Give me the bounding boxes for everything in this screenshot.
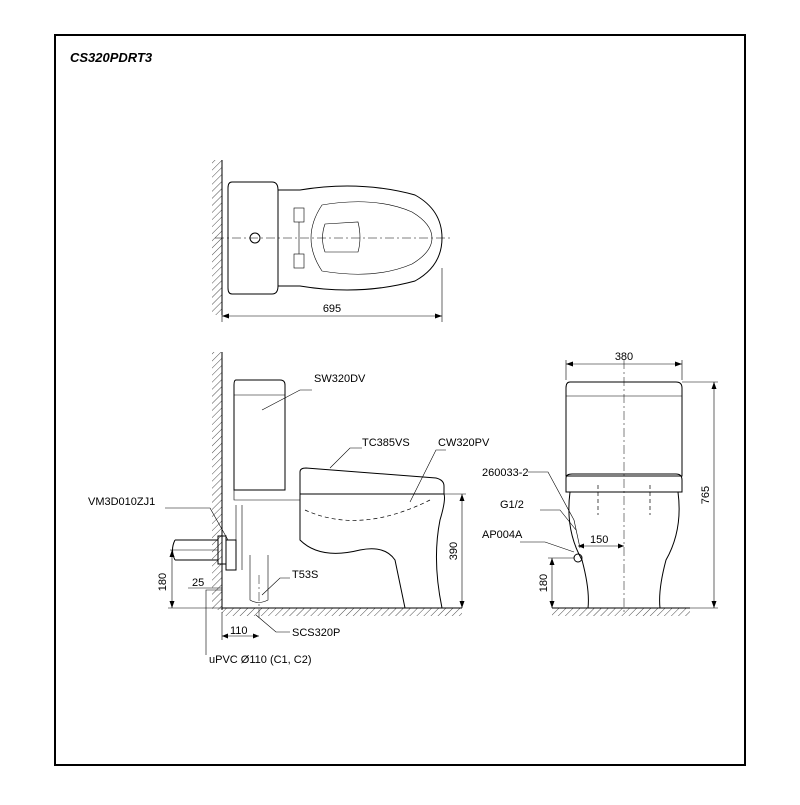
bolt-label: SCS320P — [292, 627, 340, 639]
side-seat — [299, 467, 445, 495]
seat-label: TC385VS — [362, 437, 410, 449]
side-view: SW320DV TC385VS CW320PV VM3D010ZJ1 T53S … — [88, 352, 490, 666]
front-bowl — [568, 491, 680, 609]
bowl-label: CW320PV — [438, 437, 490, 449]
rim-height-dim: 390 — [448, 542, 460, 560]
flange-label: T53S — [292, 569, 318, 581]
hose-label: 260033-2 — [482, 467, 529, 479]
side-outlet-height-dim: 180 — [157, 573, 169, 591]
front-view: 260033-2 G1/2 AP004A 380 765 180 150 — [482, 351, 718, 616]
drawing-frame — [54, 34, 746, 766]
tank-outline — [227, 181, 279, 295]
supply-hose — [235, 505, 243, 570]
drawing-title: CS320PDRT3 — [70, 50, 153, 65]
pipe-label: uPVC Ø110 (C1, C2) — [209, 654, 312, 666]
outlet-flange — [249, 555, 269, 603]
wall-pipe — [175, 539, 218, 561]
stop-valve-label: AP004A — [482, 529, 523, 541]
side-bowl — [299, 493, 445, 609]
top-length-dim: 695 — [323, 303, 341, 315]
tank-label: SW320DV — [314, 373, 366, 385]
front-inlet-offset-dim: 150 — [590, 534, 608, 546]
offset-dim: 25 — [192, 577, 204, 589]
valve-label: VM3D010ZJ1 — [88, 496, 155, 508]
hinge-icon — [293, 207, 305, 223]
front-tank — [565, 381, 683, 477]
front-height-dim: 765 — [700, 486, 712, 504]
wall-hatch — [212, 160, 222, 315]
side-tank — [233, 379, 286, 491]
thread-label: G1/2 — [500, 499, 524, 511]
bowl-opening — [322, 221, 361, 253]
rough-in-dim: 110 — [230, 625, 248, 637]
side-wall-hatch — [212, 352, 222, 610]
front-seat — [565, 473, 683, 493]
front-floor-hatch — [552, 608, 690, 616]
top-view: 695 — [212, 160, 450, 322]
front-width-dim: 380 — [615, 351, 633, 363]
floor-hatch — [222, 608, 462, 616]
front-inlet-height-dim: 180 — [538, 574, 550, 592]
